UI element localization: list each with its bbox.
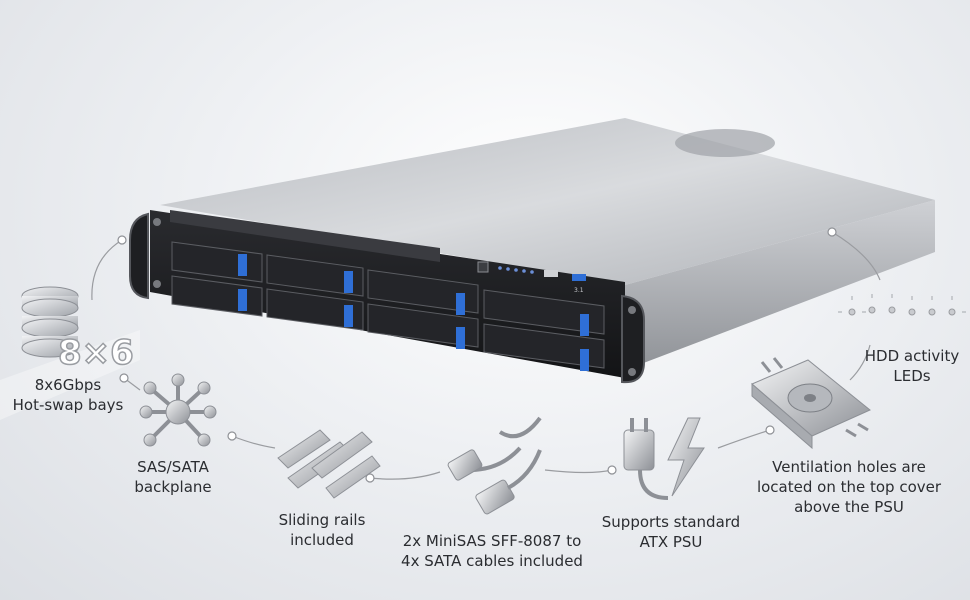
server-chassis: 3.1 <box>129 118 935 384</box>
rack-handle-right <box>621 294 645 384</box>
status-leds <box>498 266 534 274</box>
led-rays <box>838 294 966 313</box>
led-indicator-icon <box>848 306 956 316</box>
drive-release-latch[interactable] <box>344 305 353 327</box>
psu-fan-icon <box>751 357 871 450</box>
drive-bay-grid <box>171 241 605 371</box>
drive-tray[interactable] <box>266 288 364 331</box>
drive-tray[interactable] <box>171 241 263 283</box>
drive-release-latch[interactable] <box>238 254 247 276</box>
drive-tray[interactable] <box>367 269 479 315</box>
drive-tray[interactable] <box>483 323 605 371</box>
drive-release-latch[interactable] <box>580 349 589 371</box>
disk-stack-icon <box>21 286 79 358</box>
drive-release-latch[interactable] <box>238 289 247 311</box>
drive-tray[interactable] <box>171 275 263 317</box>
caption-atx-psu: Supports standard ATX PSU <box>601 513 741 551</box>
drive-tray[interactable] <box>483 289 605 336</box>
usb-port[interactable] <box>544 270 558 277</box>
drive-release-latch[interactable] <box>456 293 465 315</box>
caption-backplane: SAS/SATA backplane <box>134 458 212 496</box>
rails-icon <box>277 429 381 499</box>
drive-tray[interactable] <box>367 303 479 349</box>
caption-hot-swap-bays: 8x6Gbps Hot-swap bays <box>12 376 124 414</box>
top-cover-vent <box>675 129 775 157</box>
caption-cables: 2x MiniSAS SFF-8087 to 4x SATA cables in… <box>401 532 583 570</box>
usb-port[interactable] <box>572 274 586 281</box>
caption-hdd-leds: HDD activity LEDs <box>864 347 960 385</box>
drive-tray[interactable] <box>266 254 364 297</box>
caption-ventilation: Ventilation holes are located on the top… <box>756 458 942 516</box>
usb-version-label: 3.1 <box>574 287 584 294</box>
chassis-top-cover <box>160 118 935 285</box>
lightning-bolt-icon <box>667 417 705 497</box>
drive-release-latch[interactable] <box>344 271 353 293</box>
power-button[interactable] <box>477 261 489 273</box>
power-plug-icon <box>623 418 669 500</box>
sas-cable-icon <box>447 416 542 515</box>
callout-dots <box>117 227 837 483</box>
drive-release-latch[interactable] <box>580 314 589 336</box>
network-nodes <box>139 373 217 447</box>
bay-count-badge: 8×6 <box>58 333 134 373</box>
caption-sliding-rails: Sliding rails included <box>278 511 366 549</box>
drive-release-latch[interactable] <box>456 327 465 349</box>
rack-handle-left <box>129 212 149 300</box>
chassis-side-panel <box>625 200 935 370</box>
